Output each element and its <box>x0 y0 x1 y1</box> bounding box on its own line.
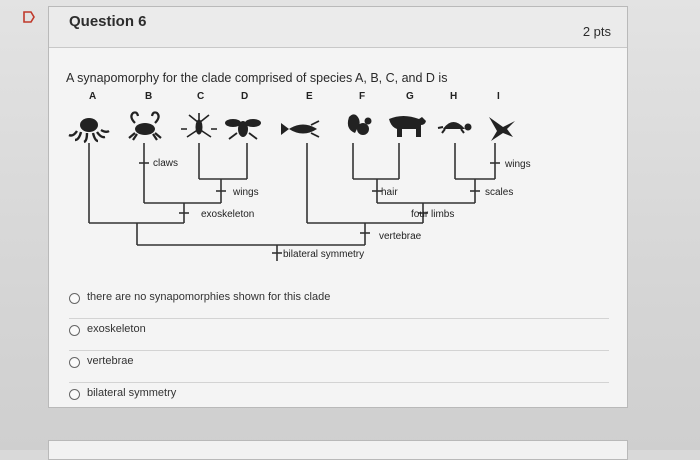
question-card: Question 6 2 pts A synapomorphy for the … <box>48 6 628 408</box>
trait-exoskeleton: exoskeleton <box>201 209 254 220</box>
radio-button[interactable] <box>69 357 80 368</box>
question-prompt: A synapomorphy for the clade comprised o… <box>66 71 448 85</box>
question-points: 2 pts <box>582 24 611 39</box>
species-label-c: C <box>197 91 204 102</box>
trait-four-limbs: four limbs <box>411 209 454 220</box>
answer-list: there are no synapomorphies shown for th… <box>69 287 609 414</box>
answer-label[interactable]: there are no synapomorphies shown for th… <box>87 291 331 303</box>
species-label-b: B <box>145 91 152 102</box>
bird-icon <box>489 117 515 141</box>
trait-vertebrae: vertebrae <box>379 231 422 242</box>
answer-label[interactable]: vertebrae <box>87 355 134 367</box>
trait-wings-bird: wings <box>504 159 531 170</box>
bookmark-flag-icon[interactable] <box>22 10 36 24</box>
species-label-g: G <box>406 91 414 102</box>
radio-button[interactable] <box>69 325 80 336</box>
next-question-card <box>48 440 628 460</box>
answer-option[interactable]: bilateral symmetry <box>69 383 609 414</box>
question-title: Question 6 <box>69 13 147 30</box>
trait-wings-insect: wings <box>232 187 259 198</box>
tree-lines <box>88 143 500 261</box>
trait-claws: claws <box>153 158 178 169</box>
trait-scales: scales <box>485 187 513 198</box>
mosquito-icon <box>181 113 217 138</box>
turtle-icon <box>437 122 472 134</box>
answer-option[interactable]: there are no synapomorphies shown for th… <box>69 287 609 319</box>
phylogeny-diagram: A B C D E F G H I <box>68 91 531 261</box>
species-label-a: A <box>89 91 96 102</box>
octopus-icon <box>68 118 110 144</box>
question-header: Question 6 2 pts <box>49 7 627 48</box>
radio-button[interactable] <box>69 389 80 400</box>
fly-icon <box>225 119 261 140</box>
trait-bilateral-symmetry: bilateral symmetry <box>283 249 364 260</box>
species-label-i: I <box>497 91 500 102</box>
species-label-d: D <box>241 91 248 102</box>
crab-icon <box>128 111 162 141</box>
radio-button[interactable] <box>69 293 80 304</box>
bear-icon <box>389 116 426 137</box>
answer-label[interactable]: exoskeleton <box>87 323 146 335</box>
species-label-f: F <box>359 91 365 102</box>
species-label-e: E <box>306 91 313 102</box>
answer-option[interactable]: exoskeleton <box>69 319 609 351</box>
answer-option[interactable]: vertebrae <box>69 351 609 383</box>
trait-hair: hair <box>381 187 398 198</box>
answer-label[interactable]: bilateral symmetry <box>87 387 177 399</box>
fish-icon <box>281 120 320 138</box>
squirrel-icon <box>347 114 372 135</box>
species-label-h: H <box>450 91 457 102</box>
